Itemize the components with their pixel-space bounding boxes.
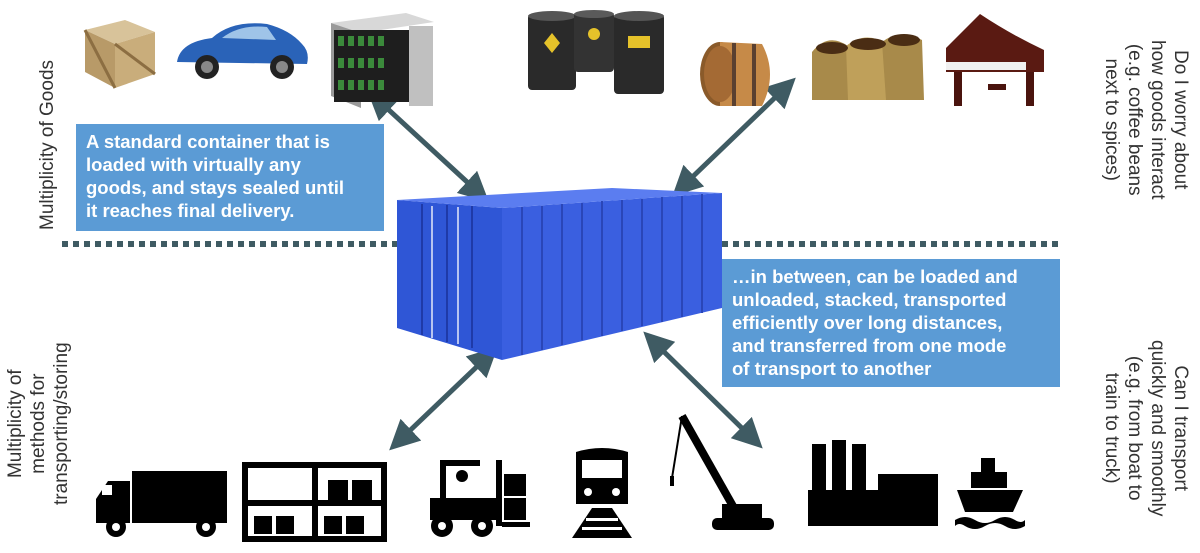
callout-line: it reaches final delivery. xyxy=(86,200,295,221)
arrow-top-left xyxy=(366,89,490,203)
wooden-crate-icon xyxy=(83,20,156,89)
wooden-barrel-icon xyxy=(700,42,770,106)
warehouse-rack-icon xyxy=(242,462,387,542)
truck-icon xyxy=(96,471,227,537)
coffee-sacks-icon xyxy=(812,34,924,100)
oil-drums-icon xyxy=(528,10,664,94)
callout-line: goods, and stays sealed until xyxy=(86,177,345,198)
shipping-container-icon xyxy=(397,188,722,360)
in-between-callout: …in between, can be loaded and unloaded,… xyxy=(722,259,1060,387)
callout-line: and transferred from one mode xyxy=(732,335,1007,356)
forklift-icon xyxy=(430,460,530,537)
crane-icon xyxy=(670,414,774,530)
arrow-bottom-left xyxy=(389,346,498,451)
grand-piano-icon xyxy=(946,14,1044,106)
callout-line: unloaded, stacked, transported xyxy=(732,289,1007,310)
callout-line: A standard container that is xyxy=(86,131,330,152)
server-rack-icon xyxy=(331,13,434,108)
arrow-top-right xyxy=(672,77,796,197)
callout-line: …in between, can be loaded and xyxy=(732,266,1018,287)
standard-container-callout: A standard container that is loaded with… xyxy=(76,124,384,231)
callout-line: loaded with virtually any xyxy=(86,154,301,175)
factory-icon xyxy=(808,440,938,526)
callout-line: efficiently over long distances, xyxy=(732,312,1003,333)
train-icon xyxy=(572,448,632,538)
callout-line: of transport to another xyxy=(732,358,932,379)
arrow-bottom-right xyxy=(643,331,763,449)
ship-icon xyxy=(955,458,1025,529)
sports-car-icon xyxy=(177,23,308,79)
